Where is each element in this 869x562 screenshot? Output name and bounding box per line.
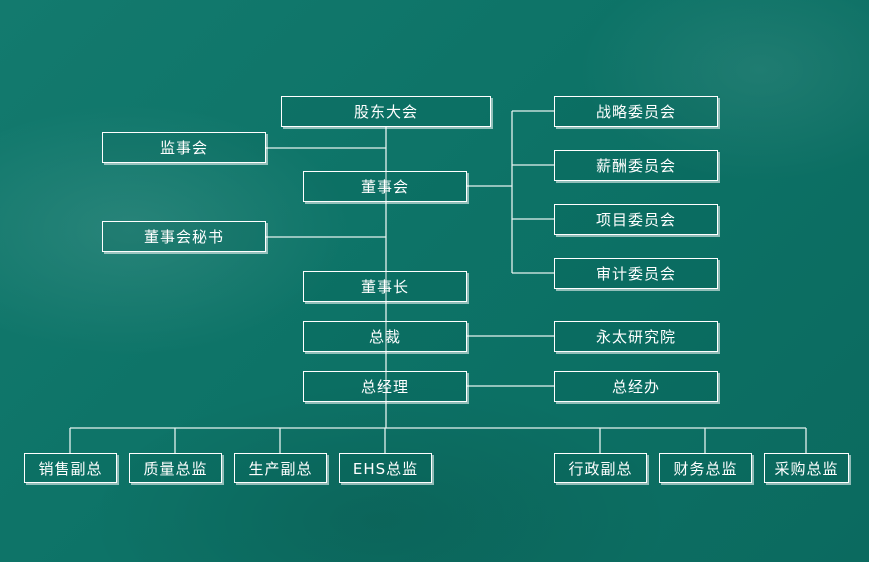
sales-vp-box: 销售副总 xyxy=(24,453,117,483)
project-committee-box: 项目委员会 xyxy=(554,204,718,235)
board-secretary-box: 董事会秘书 xyxy=(102,221,266,252)
president-box: 总裁 xyxy=(303,321,467,352)
gm-office-box: 总经办 xyxy=(554,371,718,402)
audit-committee-box: 审计委员会 xyxy=(554,258,718,289)
shareholders-meeting-box: 股东大会 xyxy=(281,96,491,127)
purchasing-director-box: 采购总监 xyxy=(764,453,849,483)
strategy-committee-box: 战略委员会 xyxy=(554,96,718,127)
quality-director-box: 质量总监 xyxy=(129,453,222,483)
finance-director-box: 财务总监 xyxy=(659,453,752,483)
compensation-committee-box: 薪酬委员会 xyxy=(554,150,718,181)
research-institute-box: 永太研究院 xyxy=(554,321,718,352)
production-vp-box: 生产副总 xyxy=(234,453,327,483)
supervisory-board-box: 监事会 xyxy=(102,132,266,163)
general-manager-box: 总经理 xyxy=(303,371,467,402)
admin-vp-box: 行政副总 xyxy=(554,453,647,483)
ehs-director-box: EHS总监 xyxy=(339,453,432,483)
chairman-box: 董事长 xyxy=(303,271,467,302)
board-of-directors-box: 董事会 xyxy=(303,171,467,202)
